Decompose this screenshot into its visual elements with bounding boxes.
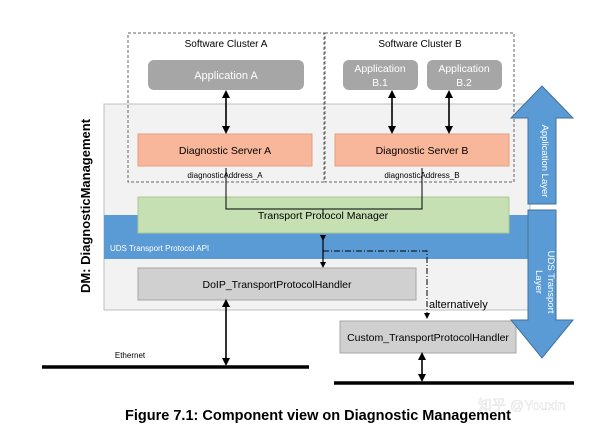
dm-label: DM: DiagnosticManagement	[78, 118, 93, 293]
application-a-box	[148, 60, 304, 90]
diag-server-b-label: Diagnostic Server B	[376, 145, 469, 157]
uds-transport-layer-arrow	[509, 209, 575, 359]
application-layer-arrow	[509, 85, 575, 205]
application-b1-label-2: B.1	[372, 77, 388, 89]
figure-caption: Figure 7.1: Component view on Diagnostic…	[125, 408, 511, 424]
diag-server-a-box	[137, 133, 313, 167]
application-b1-label-1: Application	[354, 63, 406, 75]
cluster-a-title: Software Cluster A	[185, 39, 268, 50]
doip-box	[137, 267, 417, 301]
watermark: 知乎 @Youxin	[478, 397, 566, 413]
application-b2-label-1: Application	[438, 63, 490, 75]
alternatively-label: alternatively	[429, 299, 488, 311]
custom-label: Custom_TransportProtocolHandler	[347, 332, 509, 344]
application-layer-label: Application Layer	[539, 125, 550, 198]
cluster-b-title: Software Cluster B	[378, 39, 462, 50]
connector-diag-b-tpm	[323, 168, 423, 210]
application-b1-box	[343, 60, 418, 90]
application-a-label: Application A	[194, 70, 258, 82]
custom-box	[339, 320, 517, 354]
connector-diag-a-tpm	[225, 168, 323, 210]
application-b2-label-2: B.2	[456, 77, 472, 89]
doip-label: DoIP_TransportProtocolHandler	[202, 279, 352, 291]
diag-server-a-label: Diagnostic Server A	[179, 145, 271, 157]
uds-transport-layer-label-1: UDS Transport	[545, 251, 556, 314]
ethernet-label: Ethernet	[115, 351, 146, 360]
alternative-path	[323, 250, 430, 319]
diag-address-a: diagnosticAddress_A	[187, 171, 263, 180]
uds-api-label: UDS Transport Protocol API	[110, 244, 209, 253]
tpm-box	[137, 196, 510, 234]
diag-server-b-box	[334, 133, 510, 167]
cluster-b-box	[324, 32, 515, 183]
application-b2-box	[427, 60, 502, 90]
uds-transport-layer-label-2: Layer	[533, 270, 544, 294]
